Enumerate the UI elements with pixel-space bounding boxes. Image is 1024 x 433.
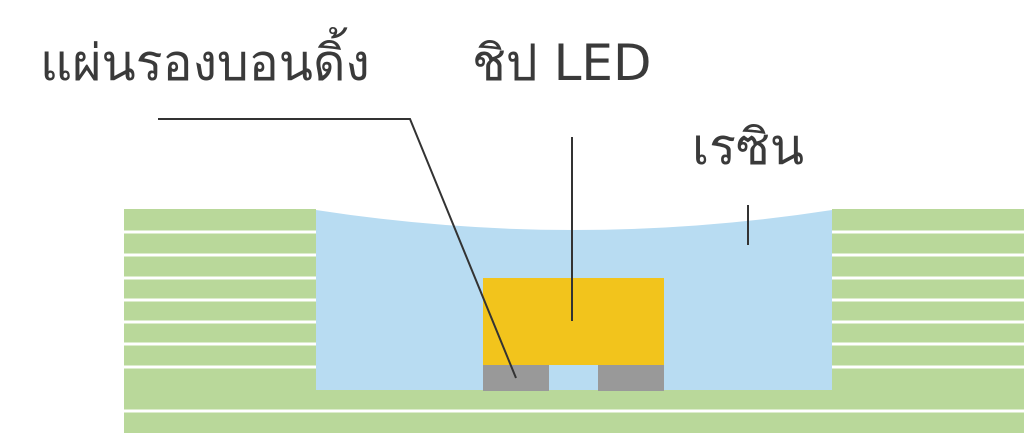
led-chip — [483, 278, 664, 365]
bonding-pad-label: แผ่นรองบอนดิ้ง — [40, 34, 370, 92]
substrate-stripes — [124, 230, 1024, 413]
bonding-pad-leader-line — [158, 118, 517, 379]
led-chip-label: ชิป LED — [472, 34, 652, 92]
bonding-pad-right — [598, 365, 664, 391]
resin-label: เรซิน — [692, 118, 805, 176]
